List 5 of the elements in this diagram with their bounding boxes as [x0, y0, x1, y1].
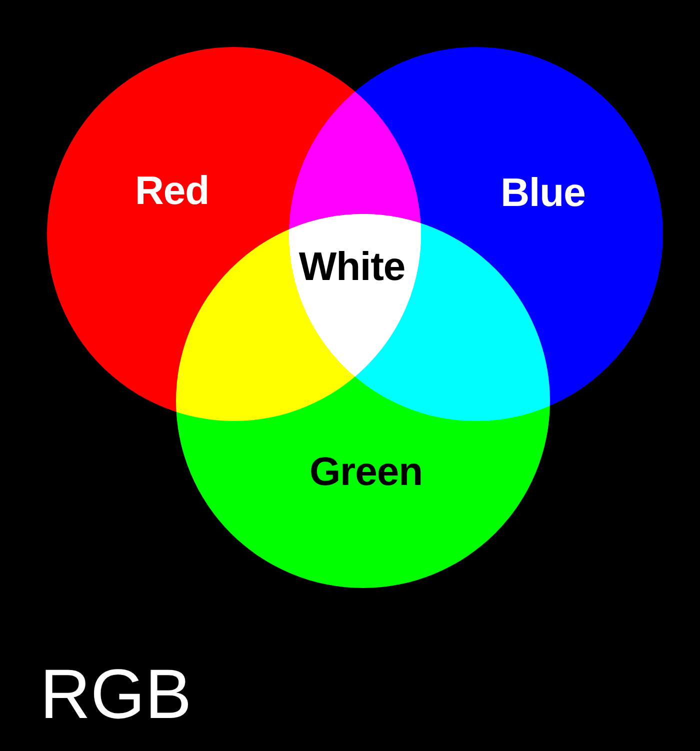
venn-label: Red: [134, 171, 210, 211]
venn-label: White: [298, 247, 406, 287]
venn-label: Green: [309, 452, 423, 492]
title: RGB: [40, 659, 192, 729]
venn-label: Blue: [500, 173, 586, 213]
